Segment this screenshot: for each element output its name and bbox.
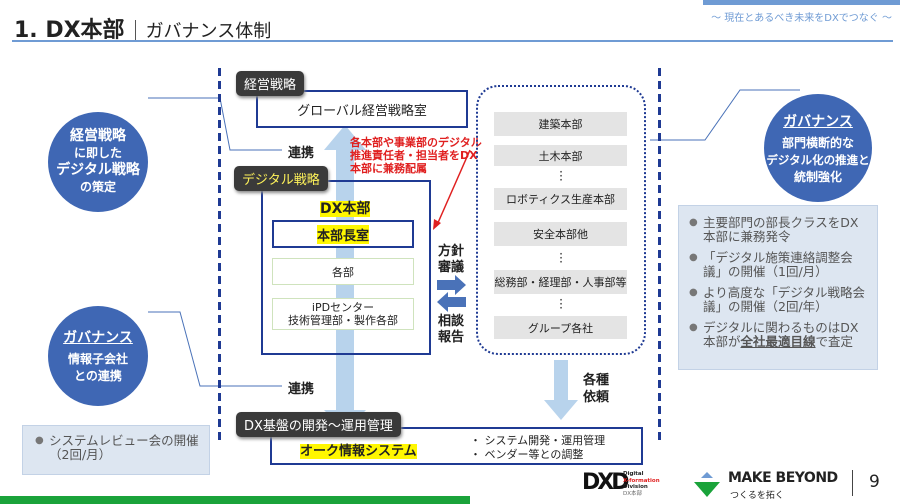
right-note: 「デジタル施策連絡調整会議」の開催（1回/月）	[689, 251, 869, 279]
circle-line: の策定	[79, 180, 116, 194]
logo-text: Division	[623, 484, 648, 490]
make-beyond-logo-icon	[694, 472, 720, 497]
tag-digital-strategy: デジタル戦略	[234, 166, 328, 191]
dashed-boundary-right	[658, 68, 661, 440]
right-notes-box: 主要部門の部長クラスをDX本部に兼務発令 「デジタル施策連絡調整会議」の開催（1…	[678, 205, 878, 370]
red-note-line: 推進責任者・担当者をDX	[350, 149, 478, 162]
ellipsis-dots: ···	[559, 165, 563, 187]
division-item: 安全本部他	[494, 222, 627, 246]
division-item: グループ各社	[494, 316, 627, 339]
ipd-line: 技術管理部・製作各部	[288, 314, 398, 327]
requests-line: 依頼	[583, 390, 610, 405]
ellipsis-dots: ···	[559, 293, 563, 315]
circle-line: 部門横断的な	[781, 135, 854, 150]
strategy-circle: 経営戦略 に即した デジタル戦略 の策定	[48, 112, 148, 212]
page-title: 1. DX本部ガバナンス体制	[14, 12, 271, 44]
director-office: 本部長室	[272, 220, 414, 248]
dx-hq-box	[261, 180, 431, 355]
brand-sub: つくるを拓く	[730, 491, 784, 501]
footer-green-bar	[0, 496, 470, 504]
top-accent-bar	[703, 0, 900, 5]
logo-text: X-formation	[623, 477, 660, 484]
note-text: デジタルに関わるものはDX本部が	[703, 320, 859, 349]
circle-line: デジタル化の推進と	[766, 152, 870, 167]
red-note: 各本部や事業部のデジタル 推進責任者・担当者をDX 本部に兼務配属	[350, 136, 482, 175]
division-item: 建築本部	[494, 112, 627, 136]
governance-circle-left: ガバナンス 情報子会社 との連携	[48, 306, 148, 406]
dxd-logo-sub: Digital X-formation Division DX本部	[623, 471, 660, 497]
consult-line: 相談	[438, 314, 465, 329]
right-note: デジタルに関わるものはDX本部が全社最適目線で査定	[689, 321, 869, 349]
note-emphasis: 全社最適目線	[740, 334, 816, 349]
circle-line: に即した	[73, 146, 122, 160]
footer-divider	[852, 470, 853, 496]
circle-heading: ガバナンス	[783, 113, 853, 130]
right-note: 主要部門の部長クラスをDX本部に兼務発令	[689, 216, 869, 244]
policy-line: 方針	[438, 244, 465, 259]
red-note-line: 各本部や事業部のデジタル	[350, 136, 482, 149]
oak-bullets: ・ システム開発・運用管理 ・ ベンダー等との調整	[470, 434, 606, 461]
ipd-line: iPDセンター	[311, 301, 375, 314]
tag-management-strategy: 経営戦略	[236, 71, 305, 96]
brand-name: MAKE BEYOND	[728, 470, 838, 486]
division-item: ロボティクス生産本部	[494, 188, 627, 210]
governance-circle-right: ガバナンス 部門横断的な デジタル化の推進と 統制強化	[764, 94, 872, 202]
divisions-box	[476, 85, 646, 355]
dx-hq-label: DX本部	[320, 201, 371, 217]
left-note-box: システムレビュー会の開催（2回/月）	[22, 425, 210, 475]
ipd-box: iPDセンター 技術管理部・製作各部	[272, 298, 414, 330]
division-item: 土木本部	[494, 145, 627, 166]
departments-box: 各部	[272, 258, 414, 285]
oak-bullet: ベンダー等との調整	[484, 448, 584, 461]
oak-bullet: システム開発・運用管理	[484, 434, 606, 447]
dxd-logo: DXD	[582, 470, 629, 495]
tag-dx-infra: DX基盤の開発～運用管理	[236, 412, 401, 437]
director-office-label: 本部長室	[316, 224, 369, 244]
circle-line: 経営戦略	[70, 128, 126, 144]
consult-line: 報告	[438, 330, 465, 345]
logo-text: Digital	[623, 471, 644, 477]
oak-label: オーク情報システム	[300, 444, 417, 459]
circle-line: 情報子会社	[67, 352, 128, 366]
note-text: で査定	[815, 334, 854, 349]
left-note: システムレビュー会の開催（2回/月）	[35, 434, 199, 462]
logo-text: DX本部	[623, 490, 643, 497]
policy-label: 方針審議	[438, 244, 464, 276]
tagline: ～ 現在とあるべき未来をDXでつなぐ ～	[711, 13, 892, 24]
global-strategy-office: グローバル経営戦略室	[256, 90, 468, 128]
circle-line: デジタル戦略	[56, 162, 140, 178]
title-sub: ガバナンス体制	[145, 21, 272, 42]
division-item: 総務部・経理部・人事部等	[494, 270, 627, 294]
link-label: 連携	[288, 382, 315, 397]
circle-line: との連携	[74, 369, 122, 383]
circle-heading: ガバナンス	[63, 330, 133, 346]
circle-line: 統制強化	[793, 169, 842, 184]
right-note: より高度な「デジタル戦略会議」の開催（2回/年）	[689, 286, 869, 314]
header-divider	[12, 40, 893, 42]
dashed-boundary-left	[218, 68, 221, 440]
requests-label: 各種依頼	[583, 372, 609, 406]
page-number: 9	[869, 472, 880, 492]
title-number: 1. DX本部	[14, 18, 125, 43]
link-label: 連携	[288, 146, 315, 161]
requests-line: 各種	[583, 373, 610, 388]
red-note-line: 本部に兼務配属	[350, 162, 427, 175]
ellipsis-dots: ···	[559, 247, 563, 269]
policy-line: 審議	[438, 260, 465, 275]
consult-label: 相談報告	[438, 314, 464, 346]
